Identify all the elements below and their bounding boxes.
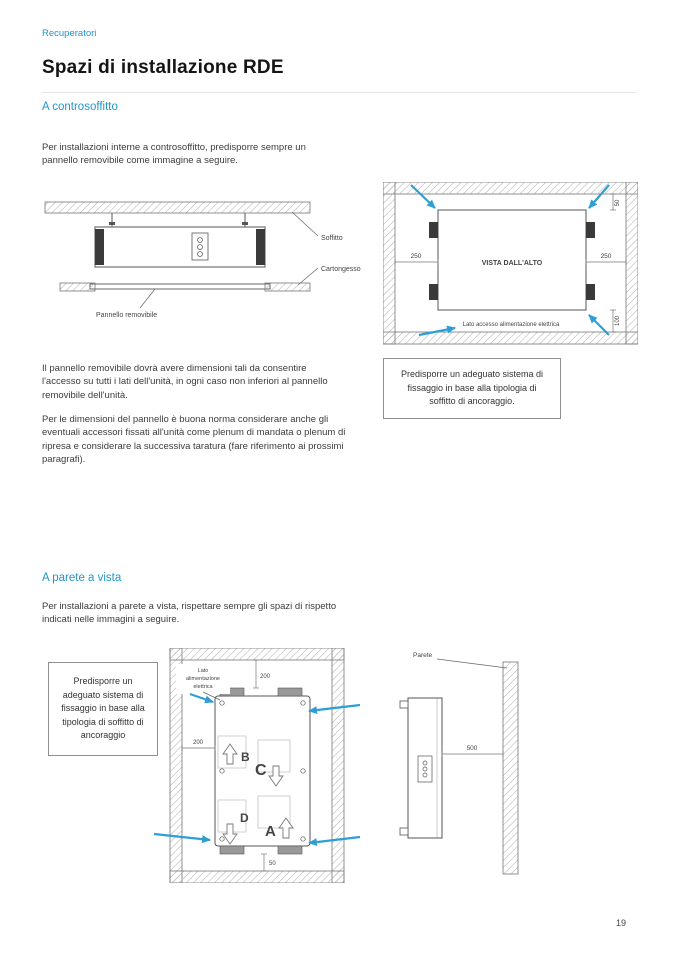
title-divider [42, 92, 636, 93]
dim-top-50: 50 [615, 199, 621, 206]
port-letter-b: B [241, 750, 250, 764]
wall-frame [383, 182, 638, 345]
fixing-note-box: Predisporre un adeguato sistema di fissa… [383, 358, 561, 419]
dimension-lines [394, 193, 627, 333]
top-view-diagram: VISTA DALL'ALTO 250 250 50 100 Lato acce… [383, 182, 638, 345]
dimension-lines-front [181, 659, 267, 872]
port-letter-d: D [240, 811, 249, 825]
electric-box-profile [417, 755, 433, 783]
cross-section-diagram: Soffitto Cartongesso Pannello removibile [44, 201, 361, 319]
airflow-arrow-a-up [278, 817, 294, 839]
fixing-note-text: Predisporre un adeguato sistema di fissa… [400, 369, 544, 406]
panel-plenum-paragraph: Per le dimensioni del pannello è buona n… [42, 414, 346, 466]
side-view-diagram: Parete 500 [399, 652, 519, 875]
soffitto-label: Soffitto [321, 235, 343, 242]
airflow-arrow-b-up [222, 743, 238, 765]
airflow-arrow-c-down [268, 765, 284, 787]
airflow-arrow-d-down [222, 823, 238, 845]
page-title: Spazi di installazione RDE [42, 57, 284, 78]
page-number: 19 [616, 918, 627, 928]
unit-duct-collars [95, 229, 265, 265]
leader-lines [139, 211, 319, 309]
cartongesso-label: Cartongesso [321, 266, 361, 273]
duct-stubs [429, 222, 595, 300]
controsoffitto-intro-paragraph: Per installazioni interne a controsoffit… [42, 142, 306, 167]
dim-right-250: 250 [601, 253, 612, 260]
subtitle-parete: A parete a vista [42, 572, 122, 584]
dim-clearance-500: 500 [467, 745, 478, 752]
dim-bottom-100: 100 [615, 315, 621, 326]
port-letter-a: A [265, 823, 276, 840]
power-side-label-line1: Lato [198, 668, 209, 674]
fixing-note-2-text: Predisporre un adeguato sistema di fissa… [61, 676, 145, 740]
airflow-arrows [222, 743, 294, 845]
mounting-flanges [399, 700, 409, 836]
power-side-label-line3: elettrica [193, 684, 213, 690]
dim-top-200: 200 [260, 674, 271, 680]
plasterboard-bars [59, 282, 311, 292]
category-label: Recuperatori [42, 28, 97, 39]
power-label-background [176, 664, 230, 694]
port-letter-c: C [255, 762, 267, 779]
ceiling-slab [44, 201, 311, 214]
panel-access-paragraph: Il pannello removibile dovrà avere dimen… [42, 363, 328, 401]
unit-body-side [94, 226, 266, 268]
clearance-dimension [441, 751, 504, 757]
corner-screws [219, 700, 306, 842]
wall-label: Parete [413, 652, 433, 659]
unit-electric-box [191, 232, 209, 261]
top-view-title: VISTA DALL'ALTO [482, 260, 543, 267]
power-side-label-line2: alimentazione [186, 676, 220, 682]
pannello-label: Pannello removibile [96, 312, 157, 319]
front-view-diagram: B C D A 200 200 50 Lato alimentazione el… [153, 648, 361, 883]
dim-left-250: 250 [411, 253, 422, 260]
dim-bottom-50: 50 [269, 861, 276, 867]
wall-label-leader [436, 658, 508, 669]
removable-panel [89, 283, 271, 290]
hanger-rods [109, 213, 248, 227]
subtitle-controsoffitto: A controsoffitto [42, 101, 118, 113]
clearance-arrows [410, 184, 610, 337]
dim-left-200: 200 [193, 740, 204, 746]
parete-intro-paragraph: Per installazioni a parete a vista, risp… [42, 601, 337, 626]
unit-body-front [214, 695, 311, 847]
fixing-note-box-2: Predisporre un adeguato sistema di fissa… [48, 662, 158, 756]
clearance-arrows-front [153, 692, 361, 847]
access-side-label: Lato accesso alimentazione elettrica [463, 322, 560, 328]
wall-section [502, 661, 519, 875]
